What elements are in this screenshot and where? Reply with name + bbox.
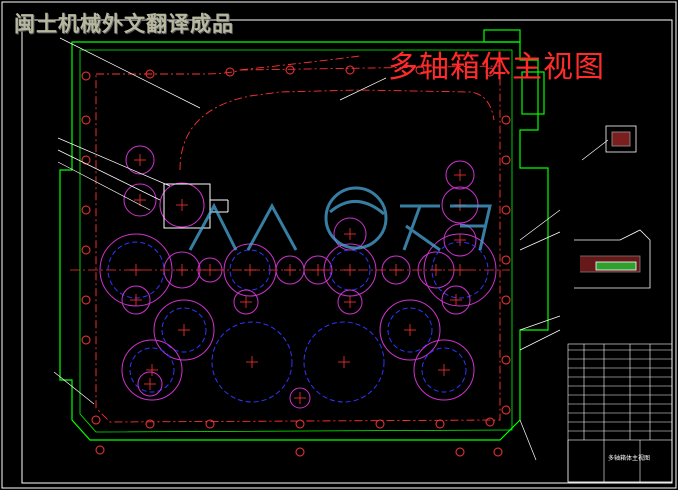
gear-circle	[443, 223, 477, 257]
gear-circle	[413, 339, 475, 401]
bolt-hole	[81, 295, 91, 305]
bolt-hole	[81, 335, 91, 345]
bolt-hole	[91, 415, 101, 425]
bolt-hole	[81, 205, 91, 215]
bolt-hole	[485, 417, 495, 427]
bolt-hole	[81, 115, 91, 125]
bolt-hole	[81, 245, 91, 255]
bolt-hole	[415, 65, 425, 75]
bolt-hole	[485, 67, 495, 77]
center-crosses	[70, 154, 510, 404]
bolt-hole	[501, 355, 511, 365]
section-detail-bottom	[574, 229, 651, 289]
bolt-hole	[295, 447, 305, 457]
gear-circle	[123, 183, 157, 217]
gear-circles	[99, 145, 497, 409]
bolt-hole	[145, 69, 155, 79]
section-detail-top	[605, 125, 637, 153]
bolt-hole	[295, 419, 305, 429]
gear-circle	[441, 285, 471, 315]
bolt-hole	[375, 419, 385, 429]
gear-circle	[121, 339, 183, 401]
bolt-hole	[501, 295, 511, 305]
inner-contour	[95, 55, 501, 423]
gear-circle	[289, 387, 311, 409]
bolt-hole	[501, 405, 511, 415]
bolt-hole	[285, 65, 295, 75]
gear-circle	[421, 347, 467, 393]
gear-circle	[387, 307, 433, 353]
bolt-holes	[81, 65, 511, 457]
gear-circle	[153, 299, 215, 361]
title-block-name: 多轴箱体主视图	[608, 454, 650, 462]
bolt-hole	[501, 205, 511, 215]
bolt-hole	[81, 155, 91, 165]
gear-circle	[161, 307, 207, 353]
bolt-hole	[345, 65, 355, 75]
drawing-title: 多轴箱体主视图	[388, 50, 605, 85]
gear-circle	[129, 347, 175, 393]
bolt-hole	[501, 115, 511, 125]
gear-circle	[159, 182, 205, 228]
watermark-logo	[188, 186, 492, 252]
gear-circle	[121, 285, 151, 315]
bolt-hole	[225, 67, 235, 77]
bolt-hole	[435, 419, 445, 429]
gear-circle	[337, 289, 363, 315]
gear-circle	[137, 371, 163, 397]
bolt-hole	[145, 419, 155, 429]
bolt-hole	[205, 419, 215, 429]
bolt-hole	[81, 71, 91, 81]
gear-circle	[125, 145, 155, 175]
bolt-hole	[455, 447, 465, 457]
leader-lines	[53, 37, 609, 461]
bolt-hole	[501, 155, 511, 165]
flange-box	[163, 183, 229, 229]
gear-circle	[233, 289, 259, 315]
gear-circle	[211, 321, 293, 403]
bolt-hole	[95, 445, 105, 455]
title-block	[567, 343, 673, 483]
bolt-hole	[501, 255, 511, 265]
gear-circle	[303, 321, 385, 403]
watermark-text: 闽土机械外文翻译成品	[14, 12, 234, 36]
gear-circle	[445, 160, 475, 190]
drawing-frame-inner	[21, 19, 673, 484]
gear-circle	[379, 299, 441, 361]
gear-circle	[329, 249, 371, 291]
gear-circle	[333, 217, 367, 251]
bolt-hole	[493, 447, 503, 457]
